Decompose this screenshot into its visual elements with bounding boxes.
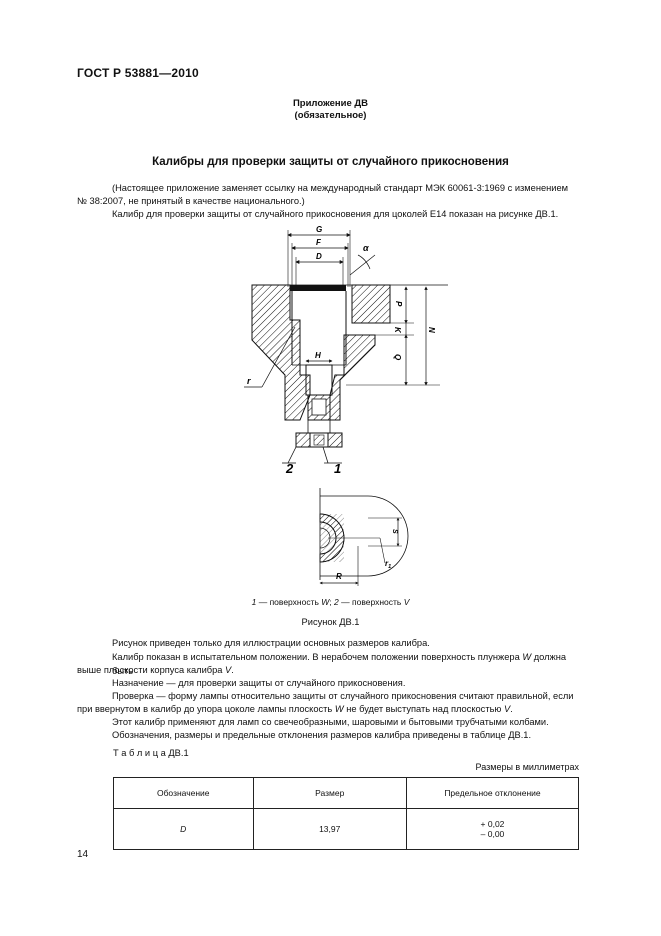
note-3: Назначение — для проверки защиты от случ… — [112, 678, 406, 688]
label-R: R — [336, 572, 342, 581]
label-r1: r1 — [385, 559, 391, 570]
figure-legend: 1 — поверхность W; 2 — поверхность V — [251, 597, 410, 607]
label-H: H — [315, 351, 321, 360]
annex-status: (обязательное) — [294, 110, 367, 121]
note-4-line-2: при ввернутом в калибр до упора цоколе л… — [77, 704, 513, 714]
label-G: G — [316, 225, 322, 234]
cell-designation: D — [113, 808, 254, 850]
table-header-row: Обозначение Размер Предельное отклонение — [113, 777, 580, 809]
note-5: Этот калибр применяют для ламп со свечео… — [112, 717, 549, 727]
intro-line-2: № 38:2007, не принятый в качестве национ… — [77, 196, 305, 206]
col-tolerance: Предельное отклонение — [405, 777, 580, 809]
label-F: F — [316, 238, 322, 247]
label-2: 2 — [285, 461, 294, 476]
label-1: 1 — [334, 461, 341, 476]
col-designation: Обозначение — [113, 777, 254, 809]
label-P: P — [394, 301, 403, 307]
label-Q: Q — [393, 354, 402, 361]
gauge-detail-drawing: S r1 R — [319, 488, 409, 586]
label-N: N — [427, 327, 436, 333]
label-K: K — [393, 327, 402, 334]
document-header: ГОСТ Р 53881—2010 — [77, 66, 199, 80]
section-title: Калибры для проверки защиты от случайног… — [152, 156, 509, 168]
intro-line-3: Калибр для проверки защиты от случайного… — [112, 209, 559, 219]
cell-tolerance: + 0,02 – 0,00 — [405, 808, 580, 850]
dimensions-table: Обозначение Размер Предельное отклонение… — [113, 777, 580, 850]
table-row: D 13,97 + 0,02 – 0,00 — [113, 808, 580, 850]
note-1: Рисунок приведен только для иллюстрации … — [112, 638, 430, 648]
note-4-line-1: Проверка — форму лампы относительно защи… — [112, 691, 574, 701]
note-6: Обозначения, размеры и предельные отклон… — [112, 730, 532, 740]
label-D: D — [316, 252, 322, 261]
label-alpha: α — [363, 243, 369, 253]
col-size: Размер — [252, 777, 407, 809]
intro-line-1: (Настоящее приложение заменяет ссылку на… — [112, 183, 569, 193]
label-r: r — [247, 376, 251, 386]
label-S: S — [391, 529, 398, 534]
page-number: 14 — [77, 849, 89, 860]
annex-title: Приложение ДВ — [292, 98, 369, 109]
table-units: Размеры в миллиметрах — [475, 762, 579, 772]
note-2-line-2: выше плоскости корпуса калибра V. — [77, 665, 234, 675]
gauge-section-drawing: G F D α H P K Q N r 2 1 — [244, 225, 448, 476]
figure-caption: Рисунок ДВ.1 — [301, 617, 360, 627]
note-2-line-1: Калибр показан в испытательном положении… — [112, 652, 567, 676]
table-label: Т а б л и ц а ДВ.1 — [113, 748, 189, 758]
cell-size: 13,97 — [252, 808, 407, 850]
